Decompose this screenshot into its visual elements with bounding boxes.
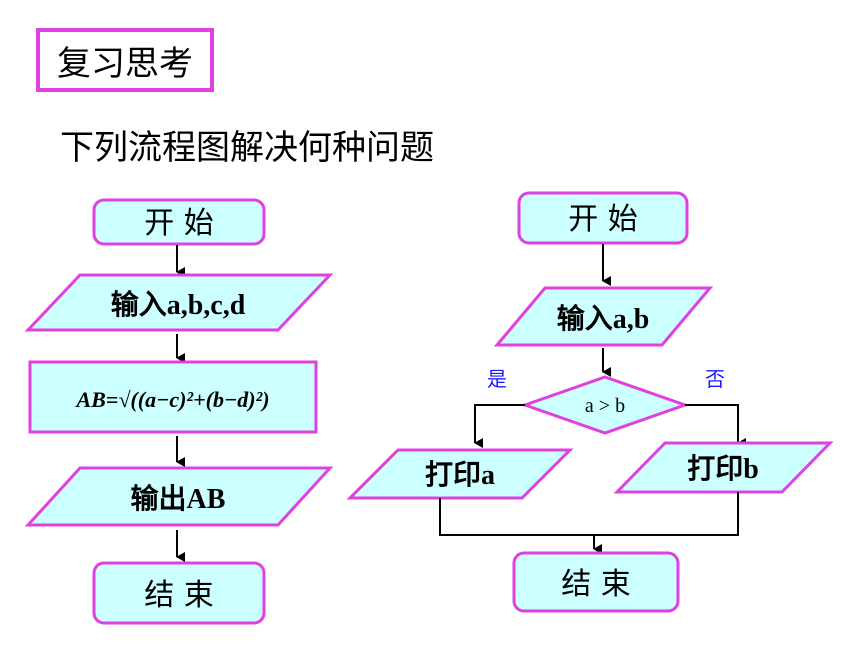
no-branch-connector bbox=[685, 404, 746, 448]
right-input-label: 输入a,b bbox=[557, 302, 650, 335]
print-b-label: 打印b bbox=[687, 453, 759, 485]
print-a-label: 打印a bbox=[425, 459, 495, 491]
left-flowchart: 开 始 输入a,b,c,d AB=√((a−c)²+(b−d)²) 输出AB 结… bbox=[24, 198, 334, 625]
print-b-parallelogram bbox=[613, 441, 834, 494]
left-start-label: 开 始 bbox=[144, 206, 214, 241]
yes-branch-connector bbox=[474, 404, 525, 448]
print-a-parallelogram bbox=[346, 448, 574, 500]
yes-label: 是 bbox=[487, 367, 507, 391]
no-label: 否 bbox=[705, 367, 725, 391]
left-formula-text: AB=√((a−c)²+(b−d)²) bbox=[74, 387, 269, 412]
decision-label: a > b bbox=[585, 395, 625, 417]
left-input-parallelogram bbox=[24, 273, 334, 332]
left-start-box bbox=[92, 198, 266, 246]
left-formula: AB=√((a−c)²+(b−d)²) bbox=[74, 387, 269, 412]
question-text: 下列流程图解决何种问题 bbox=[60, 128, 434, 168]
left-input-label: 输入a,b,c,d bbox=[111, 288, 246, 321]
left-end-box bbox=[92, 561, 266, 625]
left-output-parallelogram bbox=[24, 466, 334, 527]
decision-diamond bbox=[520, 375, 690, 435]
right-start-box bbox=[517, 191, 689, 245]
right-end-box bbox=[512, 551, 680, 613]
right-end-label: 结 束 bbox=[561, 567, 631, 602]
right-flowchart: 开 始 输入a,b a > b 是 否 打印a 打印b 结 束 bbox=[346, 191, 834, 613]
merge-connector bbox=[439, 492, 739, 536]
left-end-label: 结 束 bbox=[144, 578, 214, 613]
right-start-label: 开 始 bbox=[568, 202, 638, 237]
left-output-label: 输出AB bbox=[131, 482, 226, 515]
section-title: 复习思考 bbox=[36, 28, 214, 92]
left-formula-box bbox=[28, 360, 318, 434]
right-input-parallelogram bbox=[493, 286, 714, 347]
